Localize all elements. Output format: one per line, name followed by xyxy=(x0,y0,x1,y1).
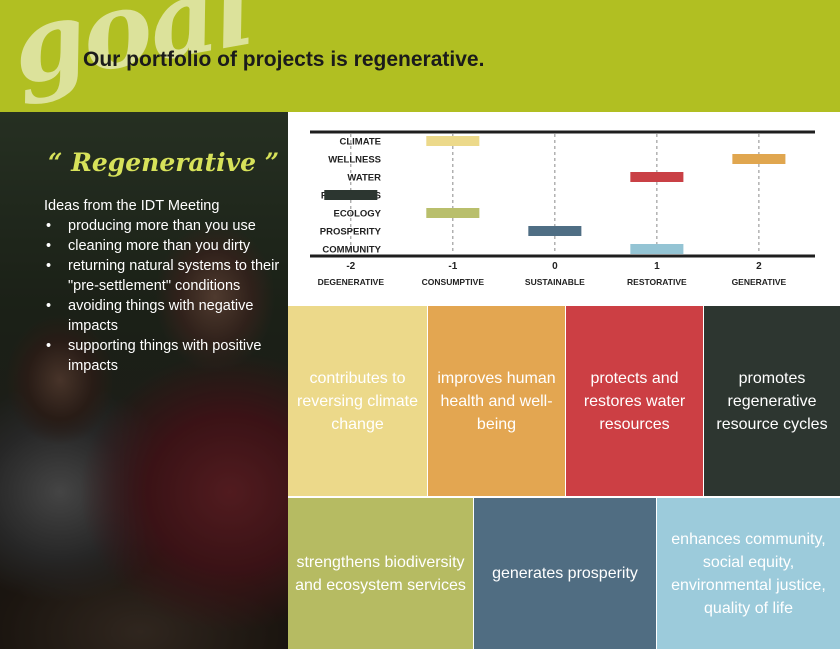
ideas-bullets: producing more than you use cleaning mor… xyxy=(44,216,282,376)
tile-resources-text: promotes regenerative resource cycles xyxy=(716,369,828,433)
tile-water: protects and restores water resources xyxy=(566,306,703,496)
chart-bar xyxy=(630,172,684,182)
chart-tick-value: 1 xyxy=(654,261,660,272)
regenerative-heading: “ Regenerative ” xyxy=(48,148,280,177)
chart-tick-label: GENERATIVE xyxy=(732,277,787,287)
photo-overlay xyxy=(0,112,288,649)
tile-community: enhances community, social equity, envir… xyxy=(657,498,840,649)
idea-bullet: producing more than you use xyxy=(46,216,282,236)
chart-tick-value: -2 xyxy=(346,261,355,272)
ideas-list: Ideas from the IDT Meeting producing mor… xyxy=(44,196,282,376)
chart-bar xyxy=(426,136,480,146)
tile-wellness-text: improves human health and well-being xyxy=(437,369,556,433)
page-title: Our portfolio of projects is regenerativ… xyxy=(83,48,485,71)
chart-tick-value: 2 xyxy=(756,261,762,272)
tile-resources: promotes regenerative resource cycles xyxy=(704,306,840,496)
chart-category-label: CLIMATE xyxy=(339,137,381,148)
tile-ecology-text: strengthens biodiversity and ecosystem s… xyxy=(295,553,466,594)
tile-ecology: strengthens biodiversity and ecosystem s… xyxy=(288,498,473,649)
ideas-intro: Ideas from the IDT Meeting xyxy=(44,198,220,214)
tile-prosperity-text: generates prosperity xyxy=(492,565,638,582)
tile-water-text: protects and restores water resources xyxy=(583,369,686,433)
chart-tick-label: DEGENERATIVE xyxy=(318,277,385,287)
chart-tick-label: RESTORATIVE xyxy=(627,277,687,287)
chart-category-label: WELLNESS xyxy=(328,155,381,166)
tile-wellness: improves human health and well-being xyxy=(428,306,565,496)
tile-climate-text: contributes to reversing climate change xyxy=(297,369,418,433)
chart-bar xyxy=(630,244,684,254)
chart-tick-value: 0 xyxy=(552,261,558,272)
idea-bullet: returning natural systems to their "pre-… xyxy=(46,256,282,296)
chart-bar xyxy=(426,208,480,218)
idea-bullet: avoiding things with negative impacts xyxy=(46,296,282,336)
chart-tick-label: SUSTAINABLE xyxy=(525,277,585,287)
chart-bar xyxy=(324,190,378,200)
chart-bar xyxy=(732,154,786,164)
idea-bullet: supporting things with positive impacts xyxy=(46,336,282,376)
chart-category-label: WATER xyxy=(347,173,381,184)
tile-climate: contributes to reversing climate change xyxy=(288,306,427,496)
header-banner: goal Our portfolio of projects is regene… xyxy=(0,0,840,112)
chart-tick-value: -1 xyxy=(448,261,457,272)
chart-category-label: COMMUNITY xyxy=(322,245,381,256)
idea-bullet: cleaning more than you dirty xyxy=(46,236,282,256)
chart-bar xyxy=(528,226,582,236)
tile-community-text: enhances community, social equity, envir… xyxy=(671,530,826,617)
children-gardening-photo: “ Regenerative ” Ideas from the IDT Meet… xyxy=(0,112,288,649)
chart-category-label: PROSPERITY xyxy=(320,227,382,238)
tile-prosperity: generates prosperity xyxy=(474,498,656,649)
chart-tick-label: CONSUMPTIVE xyxy=(422,277,485,287)
chart-category-label: ECOLOGY xyxy=(333,209,381,220)
